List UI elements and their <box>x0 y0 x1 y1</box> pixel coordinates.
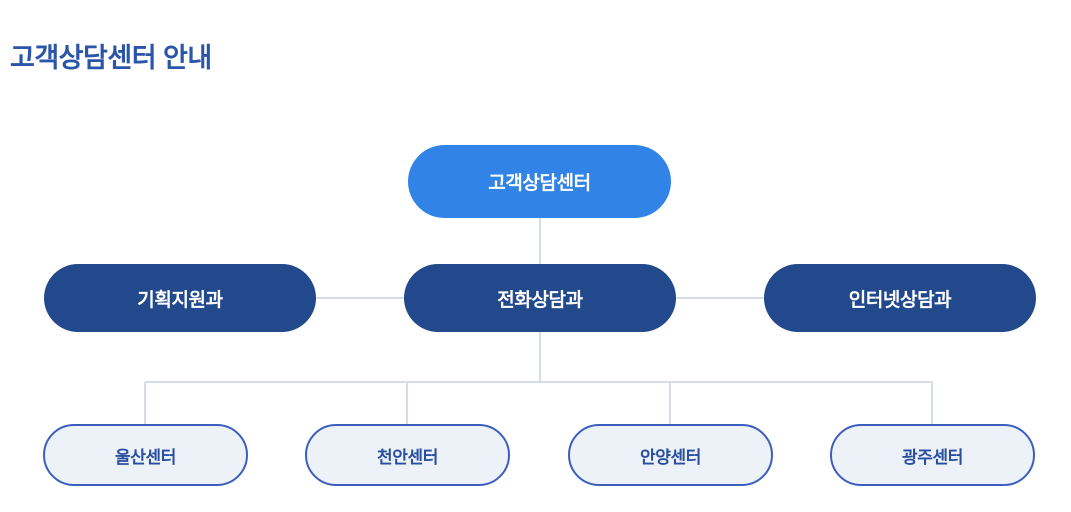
node-gwangju-center[interactable]: 광주센터 <box>830 424 1035 486</box>
node-anyang-center[interactable]: 안양센터 <box>568 424 773 486</box>
page-title: 고객상담센터 안내 <box>10 43 212 73</box>
node-planning-support-dept[interactable]: 기획지원과 <box>44 264 316 332</box>
node-phone-consultation-dept[interactable]: 전화상담과 <box>404 264 676 332</box>
node-cheonan-center[interactable]: 천안센터 <box>305 424 510 486</box>
node-ulsan-center[interactable]: 울산센터 <box>43 424 248 486</box>
node-customer-service-center[interactable]: 고객상담센터 <box>408 145 671 218</box>
node-internet-consultation-dept[interactable]: 인터넷상담과 <box>764 264 1036 332</box>
